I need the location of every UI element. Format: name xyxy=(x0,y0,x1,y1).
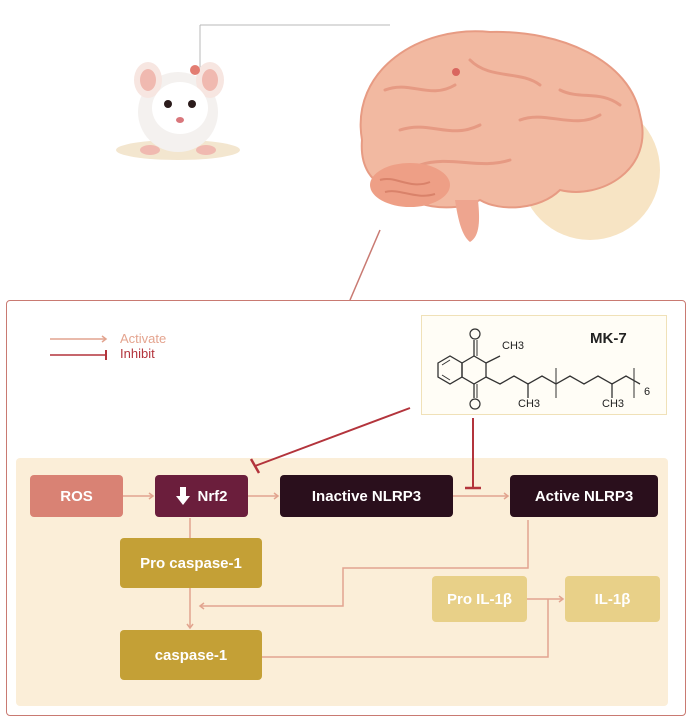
node-inactive-nlrp3: Inactive NLRP3 xyxy=(280,475,453,517)
node-il1b-label: IL-1β xyxy=(594,590,631,608)
mk7-inhibit-nrf2-line xyxy=(254,407,411,467)
node-ros-label: ROS xyxy=(60,487,93,505)
node-inactive-nlrp3-label: Inactive NLRP3 xyxy=(311,487,422,505)
node-nrf2-label: Nrf2 xyxy=(197,487,228,505)
node-active-nlrp3: Active NLRP3 xyxy=(510,475,658,517)
mk7-structure-icon xyxy=(437,328,641,410)
node-il1b: IL-1β xyxy=(565,576,660,622)
active-to-caspase-path xyxy=(200,520,529,607)
mk7-methyl-bottom-1: CH3 xyxy=(518,398,541,410)
illustration-area xyxy=(116,24,660,300)
node-nrf2: Nrf2 xyxy=(155,475,248,517)
node-active-nlrp3-label: Active NLRP3 xyxy=(534,487,634,505)
legend-activate-label: Activate xyxy=(120,331,167,346)
node-pro-caspase1-label: Pro caspase-1 xyxy=(140,554,242,572)
mouse-icon xyxy=(116,62,240,160)
node-ros: ROS xyxy=(30,475,123,517)
mk7-methyl-bottom-2: CH3 xyxy=(602,398,625,410)
node-caspase1-label: caspase-1 xyxy=(154,646,228,664)
mk7-repeat-subscript: 6 xyxy=(644,386,651,398)
legend-lines xyxy=(50,335,108,360)
node-pro-caspase1: Pro caspase-1 xyxy=(120,538,262,588)
brain-icon xyxy=(359,30,660,242)
mk7-name: MK-7 xyxy=(590,330,627,347)
legend-inhibit-label: Inhibit xyxy=(120,346,155,361)
caspase-to-il1b-path xyxy=(262,599,549,658)
node-pro-il1b-label: Pro IL-1β xyxy=(447,590,512,608)
down-arrow-icon xyxy=(176,487,191,505)
mk7-methyl-top: CH3 xyxy=(502,340,525,352)
node-caspase1: caspase-1 xyxy=(120,630,262,680)
node-pro-il1b: Pro IL-1β xyxy=(432,576,527,622)
